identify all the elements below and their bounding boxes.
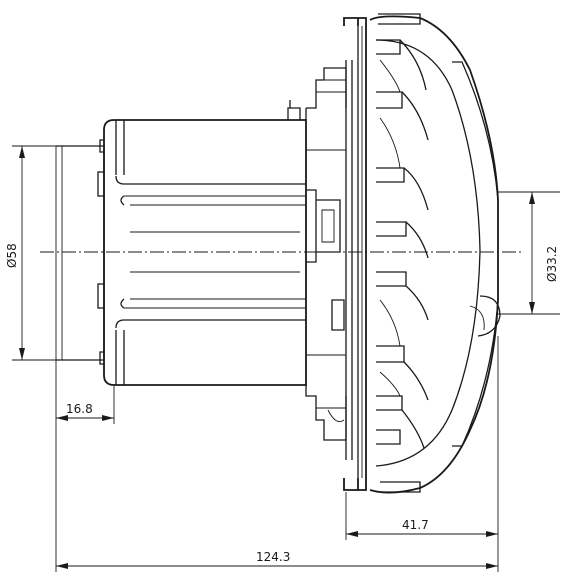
dimension-diameter-inlet: Ø58 [5, 145, 56, 361]
brush-holder-block [305, 60, 353, 460]
dimension-fan-depth: 41.7 [345, 336, 499, 540]
label-diameter-inlet: Ø58 [5, 243, 19, 268]
inlet-cylinder [55, 145, 105, 361]
motor-housing [97, 100, 307, 386]
fan-impeller [369, 13, 501, 494]
flange-plate [343, 17, 367, 491]
dimension-overall-length: 124.3 [55, 424, 499, 572]
label-flange-length: 16.8 [66, 402, 93, 416]
dimension-flange-length: 16.8 [55, 360, 115, 424]
label-diameter-hub: Ø33.2 [545, 246, 559, 282]
label-fan-depth: 41.7 [402, 518, 429, 532]
dimension-diameter-hub: Ø33.2 [498, 191, 560, 315]
label-overall-length: 124.3 [256, 550, 290, 564]
